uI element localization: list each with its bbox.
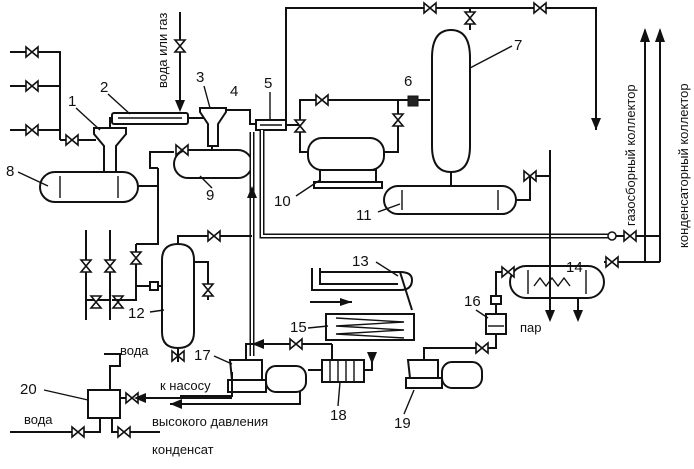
high-pressure-line <box>170 392 301 409</box>
pump-19 <box>405 347 483 389</box>
number-3: 3 <box>196 69 204 86</box>
number-12: 12 <box>128 305 145 322</box>
column-7 <box>431 28 471 186</box>
ejector-20 <box>10 353 232 438</box>
number-18: 18 <box>330 407 347 424</box>
label-water-bottom: вода <box>24 412 53 427</box>
component-numbers: 1 2 3 4 5 6 7 8 9 10 11 12 13 14 15 16 1… <box>6 37 583 432</box>
number-10: 10 <box>274 193 291 210</box>
inlet-lines <box>10 46 96 146</box>
tank-8 <box>39 168 159 203</box>
label-steam: пар <box>520 320 542 335</box>
number-1: 1 <box>68 93 76 110</box>
tank-9 <box>149 144 253 179</box>
component-18 <box>308 344 377 383</box>
label-to-pump: к насосу <box>160 378 211 393</box>
number-9: 9 <box>206 187 214 204</box>
number-5: 5 <box>264 75 272 92</box>
number-13: 13 <box>352 253 369 270</box>
water-gas-inlet <box>174 12 186 112</box>
number-19: 19 <box>394 415 411 432</box>
number-20: 20 <box>20 381 37 398</box>
left-valve-cluster <box>80 186 159 320</box>
label-condensate-collector: конденсаторный коллектор <box>676 83 691 248</box>
label-gas-collector: газосборный коллектор <box>623 84 638 226</box>
pump-17 <box>180 338 332 397</box>
number-15: 15 <box>290 319 307 336</box>
main-headers <box>247 28 665 356</box>
number-4: 4 <box>230 83 238 100</box>
number-8: 8 <box>6 163 14 180</box>
reboiler-13-15 <box>310 268 415 341</box>
compressor-line <box>286 94 410 153</box>
tank-14 <box>495 150 660 322</box>
label-water-or-gas: вода или газ <box>155 13 170 88</box>
number-16: 16 <box>464 293 481 310</box>
number-6: 6 <box>404 73 412 90</box>
number-11: 11 <box>356 207 372 224</box>
separator-1 <box>93 117 127 178</box>
number-2: 2 <box>100 79 108 96</box>
label-condensate: конденсат <box>152 442 214 457</box>
vessel-16 <box>452 295 507 354</box>
text-labels: вода или газ газосборный коллектор конде… <box>24 13 691 457</box>
number-14: 14 <box>566 259 583 276</box>
tank-11 <box>383 170 550 215</box>
component-5 <box>255 119 287 131</box>
component-6 <box>407 95 430 107</box>
top-header <box>285 2 601 130</box>
label-high-pressure: высокого давления <box>152 414 268 429</box>
number-7: 7 <box>514 37 522 54</box>
label-water-top: вода <box>120 343 149 358</box>
vessel-12 <box>158 230 252 362</box>
compressor-10 <box>307 137 385 189</box>
number-17: 17 <box>194 347 211 364</box>
